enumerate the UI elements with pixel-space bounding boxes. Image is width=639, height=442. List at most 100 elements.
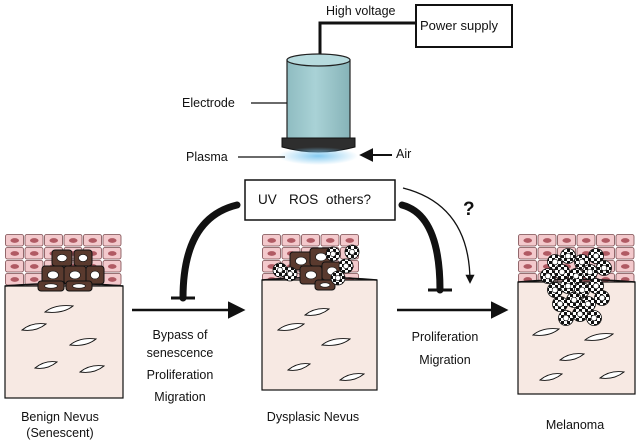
melanoma-nucleus — [349, 249, 355, 255]
melanoma-nucleus — [590, 314, 598, 322]
melanoma-nucleus — [578, 258, 586, 266]
keratinocyte-nucleus — [523, 251, 533, 256]
factor-others: others? — [326, 192, 372, 207]
keratinocyte-nucleus — [29, 251, 39, 256]
melanoma-nucleus — [343, 263, 349, 269]
keratinocyte-nucleus — [620, 264, 630, 269]
stage-benign-sublabel: (Senescent) — [26, 426, 94, 440]
inhibit-arc-left — [179, 201, 241, 302]
high-voltage-wire — [318, 21, 416, 60]
collagen-fiber — [583, 333, 615, 341]
collagen-fiber — [78, 365, 106, 373]
keratinocyte-nucleus — [542, 238, 552, 243]
nevus-nucleus — [56, 254, 68, 262]
plasma-glow — [278, 147, 358, 165]
collagen-fiber — [303, 308, 331, 316]
transition-1-line-1: Bypass of — [152, 328, 208, 342]
melanoma-nucleus — [330, 251, 336, 257]
transition-1-line-2: senescence — [146, 346, 214, 360]
transition-2-line-1: Proliferation — [411, 330, 479, 344]
nevus-nucleus — [69, 270, 81, 280]
keratinocyte-nucleus — [581, 238, 591, 243]
melanoma-nucleus — [586, 268, 594, 276]
plasma-device — [238, 4, 513, 165]
melanoma-nucleus — [578, 286, 586, 294]
melanoma-nucleus — [572, 272, 580, 280]
melanoma-nucleus — [564, 252, 572, 260]
keratinocyte-nucleus — [68, 238, 78, 243]
transition-1-line-4: Migration — [154, 390, 206, 404]
melanoma-nucleus — [576, 310, 584, 318]
inhibit-arc-right — [398, 201, 444, 294]
electrode-label: Electrode — [182, 96, 235, 110]
keratinocyte-nucleus — [107, 238, 117, 243]
nevus-nucleus — [44, 283, 58, 289]
keratinocyte-nucleus — [49, 238, 59, 243]
melanoma-nucleus — [335, 275, 341, 281]
factors-box — [244, 179, 396, 221]
keratinocyte-nucleus — [562, 238, 572, 243]
stage-benign-label: Benign Nevus — [21, 410, 99, 424]
melanoma-nucleus — [287, 271, 293, 277]
melanoma-nucleus — [564, 282, 572, 290]
nevus-nucleus — [315, 252, 327, 262]
collagen-fiber — [276, 323, 306, 331]
melanoma-nucleus — [562, 314, 570, 322]
transition-2-line-2: Migration — [419, 353, 471, 367]
factor-uv: UV — [258, 192, 277, 207]
melanoma-nucleus — [592, 282, 600, 290]
collagen-fiber — [538, 373, 564, 381]
collagen-fiber — [531, 328, 561, 336]
melanoma-nucleus — [556, 300, 564, 308]
keratinocyte-nucleus — [10, 238, 20, 243]
keratinocyte-nucleus — [107, 277, 117, 282]
transition-1-line-3: Proliferation — [146, 368, 214, 382]
plasma-label: Plasma — [186, 150, 228, 164]
collagen-fiber — [558, 353, 586, 361]
melanoma-nucleus — [570, 296, 578, 304]
melanoma-nucleus — [544, 272, 552, 280]
keratinocyte-nucleus — [620, 251, 630, 256]
nevus-nucleus — [78, 254, 88, 262]
keratinocyte-nucleus — [267, 251, 277, 256]
power-supply-label: Power supply — [420, 18, 499, 33]
nevus-nucleus — [305, 270, 317, 280]
electrode-top — [286, 53, 351, 67]
unknown-effect-arrow — [402, 187, 475, 284]
melanoma-nucleus — [592, 252, 600, 260]
dermis-layer — [261, 279, 378, 391]
dermis-layer — [4, 285, 124, 399]
keratinocyte-nucleus — [29, 238, 39, 243]
melanoma-nucleus — [551, 258, 559, 266]
melanoma-nucleus — [598, 294, 606, 302]
high-voltage-label: High voltage — [326, 4, 396, 18]
melanoma-nucleus — [277, 267, 283, 273]
air-label: Air — [396, 147, 412, 161]
keratinocyte-nucleus — [286, 238, 296, 243]
melanoma-nucleus — [558, 268, 566, 276]
stage-dysplastic-label: Dysplasic Nevus — [266, 410, 360, 424]
keratinocyte-nucleus — [88, 238, 98, 243]
keratinocyte-nucleus — [107, 251, 117, 256]
keratinocyte-nucleus — [523, 264, 533, 269]
keratinocyte-nucleus — [107, 264, 117, 269]
collagen-fiber — [286, 363, 312, 371]
collagen-fiber — [320, 338, 352, 346]
collagen-fiber — [598, 371, 626, 379]
collagen-fiber — [68, 338, 98, 346]
power-supply-box — [415, 4, 513, 48]
nevus-nucleus — [90, 270, 100, 280]
keratinocyte-nucleus — [306, 238, 316, 243]
keratinocyte-nucleus — [325, 238, 335, 243]
keratinocyte-nucleus — [29, 264, 39, 269]
collagen-fiber — [43, 305, 75, 313]
collagen-fiber — [33, 361, 59, 369]
melanoma-nucleus — [600, 264, 608, 272]
stage-melanoma-label: Melanoma — [545, 418, 605, 432]
nevus-nucleus — [47, 270, 59, 280]
keratinocyte-nucleus — [345, 238, 355, 243]
keratinocyte-nucleus — [601, 238, 611, 243]
collagen-fiber — [20, 323, 48, 331]
keratinocyte-nucleus — [10, 251, 20, 256]
